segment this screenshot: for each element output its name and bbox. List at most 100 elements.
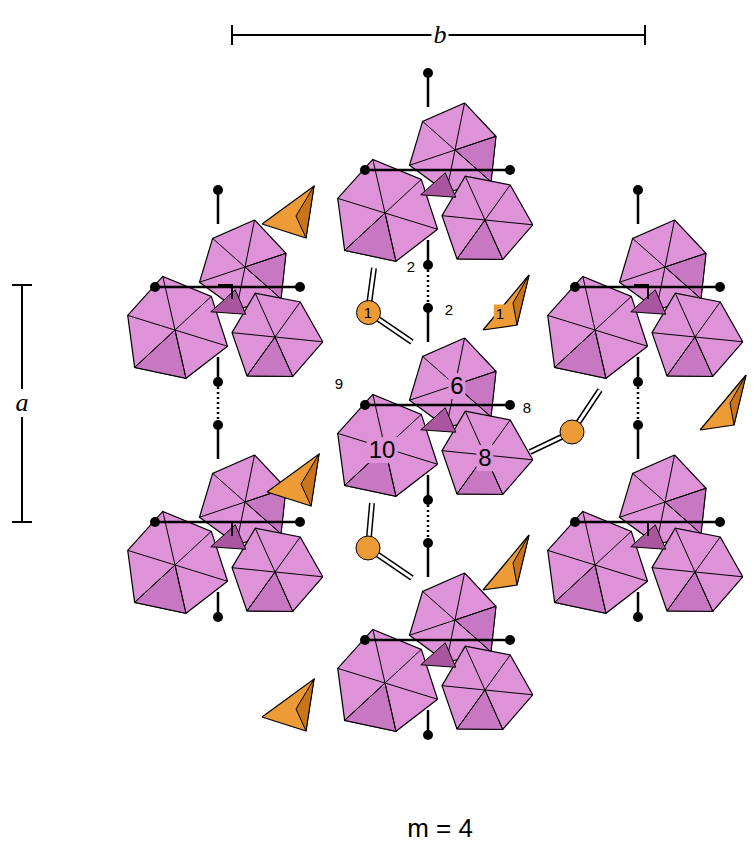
- oh-stick: [217, 425, 220, 459]
- octahedron-edge: [465, 646, 485, 690]
- hydrogen-atom: [295, 282, 305, 292]
- octahedron-edge: [485, 690, 533, 695]
- tetrahedron: [700, 375, 746, 430]
- octahedron-edge: [175, 565, 186, 613]
- octahedron-edge: [385, 213, 438, 229]
- octahedron-edge: [555, 330, 595, 367]
- octahedron-edge: [345, 213, 385, 250]
- oh-stick: [155, 286, 300, 289]
- octahedron-edge: [232, 568, 275, 572]
- octahedron-edge: [465, 176, 485, 220]
- octahedron: [232, 528, 323, 611]
- octahedron: [619, 220, 705, 309]
- octahedron-edge: [695, 337, 713, 376]
- octahedron-edge: [665, 455, 675, 502]
- atom-number: 2: [443, 301, 455, 318]
- hydrogen-atom: [150, 517, 160, 527]
- octahedron-edge: [457, 220, 485, 259]
- octahedron-face: [455, 136, 496, 182]
- octahedron: [409, 103, 495, 192]
- hydroxyl-group: [570, 420, 725, 622]
- hydrogen-atom: [633, 185, 643, 195]
- octahedron-edge: [128, 315, 175, 330]
- oh-stick: [217, 190, 220, 224]
- hydroxyl-group: [360, 538, 515, 740]
- cell-dimension-bar: [231, 25, 233, 45]
- octahedron-edge: [275, 302, 300, 337]
- octahedron-face: [247, 572, 293, 611]
- octahedral-cluster: [548, 455, 743, 613]
- shared-face: [421, 643, 456, 668]
- octahedron-edge: [675, 293, 695, 337]
- oh-stick: [427, 73, 430, 107]
- atom-number: 9: [333, 375, 345, 392]
- octahedron-face: [135, 330, 186, 378]
- octahedron-edge: [128, 550, 175, 565]
- hydrogen-bond: [427, 265, 430, 308]
- octahedron-edge: [695, 572, 713, 611]
- shared-face: [421, 408, 456, 433]
- octahedron-edge: [665, 502, 701, 534]
- octahedron-edge: [247, 572, 275, 611]
- octahedron-edge: [385, 179, 421, 213]
- octahedron-edge: [457, 690, 485, 729]
- octahedron-edge: [245, 502, 281, 534]
- octahedron-edge: [455, 136, 496, 150]
- octahedron-edge: [385, 683, 438, 699]
- shared-face: [211, 290, 246, 315]
- octahedron-edge: [245, 220, 255, 267]
- octahedron-edge: [247, 337, 275, 376]
- octahedron-edge: [373, 629, 385, 683]
- octahedron-edge: [455, 103, 465, 150]
- octahedron-edge: [385, 683, 396, 731]
- tetrahedron: [483, 535, 529, 590]
- octahedron-edge: [675, 528, 695, 572]
- octahedron-edge: [583, 276, 595, 330]
- octahedron-edge: [175, 565, 228, 581]
- octahedron: [548, 511, 648, 613]
- octahedral-cluster: [548, 220, 743, 378]
- octahedron-face: [555, 330, 606, 378]
- axis-label: b: [432, 21, 449, 49]
- cell-dimension-bar: [644, 25, 646, 45]
- axis-label: a: [14, 389, 31, 417]
- octahedron: [548, 276, 648, 378]
- octahedron-edge: [275, 337, 323, 342]
- octahedron-edge: [199, 502, 245, 517]
- octahedron-edge: [245, 253, 286, 267]
- hydrogen-atom: [213, 612, 223, 622]
- hydrogen-atom: [505, 635, 515, 645]
- octahedron-edge: [442, 686, 485, 690]
- octahedron-edge: [135, 330, 175, 367]
- octahedron-edge: [652, 333, 695, 337]
- octahedron-face: [665, 253, 706, 299]
- octahedron-edge: [455, 573, 465, 620]
- shared-face: [421, 173, 456, 198]
- hydrogen-layer: [150, 68, 725, 740]
- octahedron-edge: [485, 655, 510, 690]
- hydrogen-atom: [633, 377, 643, 387]
- shared-face: [211, 525, 246, 550]
- tetrahedron-face: [301, 454, 319, 506]
- hydrogen-atom: [423, 260, 433, 270]
- octahedron: [199, 455, 285, 544]
- octahedron-face: [667, 337, 713, 376]
- octahedron-face: [457, 220, 503, 259]
- hydrogen-atom: [570, 517, 580, 527]
- octahedron-edge: [595, 565, 648, 581]
- octahedron-edge: [385, 649, 421, 683]
- hydrogen-atom: [213, 377, 223, 387]
- octahedron-edge: [665, 488, 706, 502]
- hydrogen-atom: [150, 282, 160, 292]
- octahedron-edge: [548, 315, 595, 330]
- octahedron-edge: [583, 511, 595, 565]
- octahedron: [619, 455, 705, 544]
- octahedron-edge: [595, 296, 631, 330]
- octahedron-edge: [455, 150, 491, 182]
- oh-stick: [637, 190, 640, 224]
- hydrogen-atom: [423, 730, 433, 740]
- octahedron: [338, 159, 438, 261]
- polyhedra-layer: [128, 103, 746, 731]
- hydroxyl-group: [150, 420, 305, 622]
